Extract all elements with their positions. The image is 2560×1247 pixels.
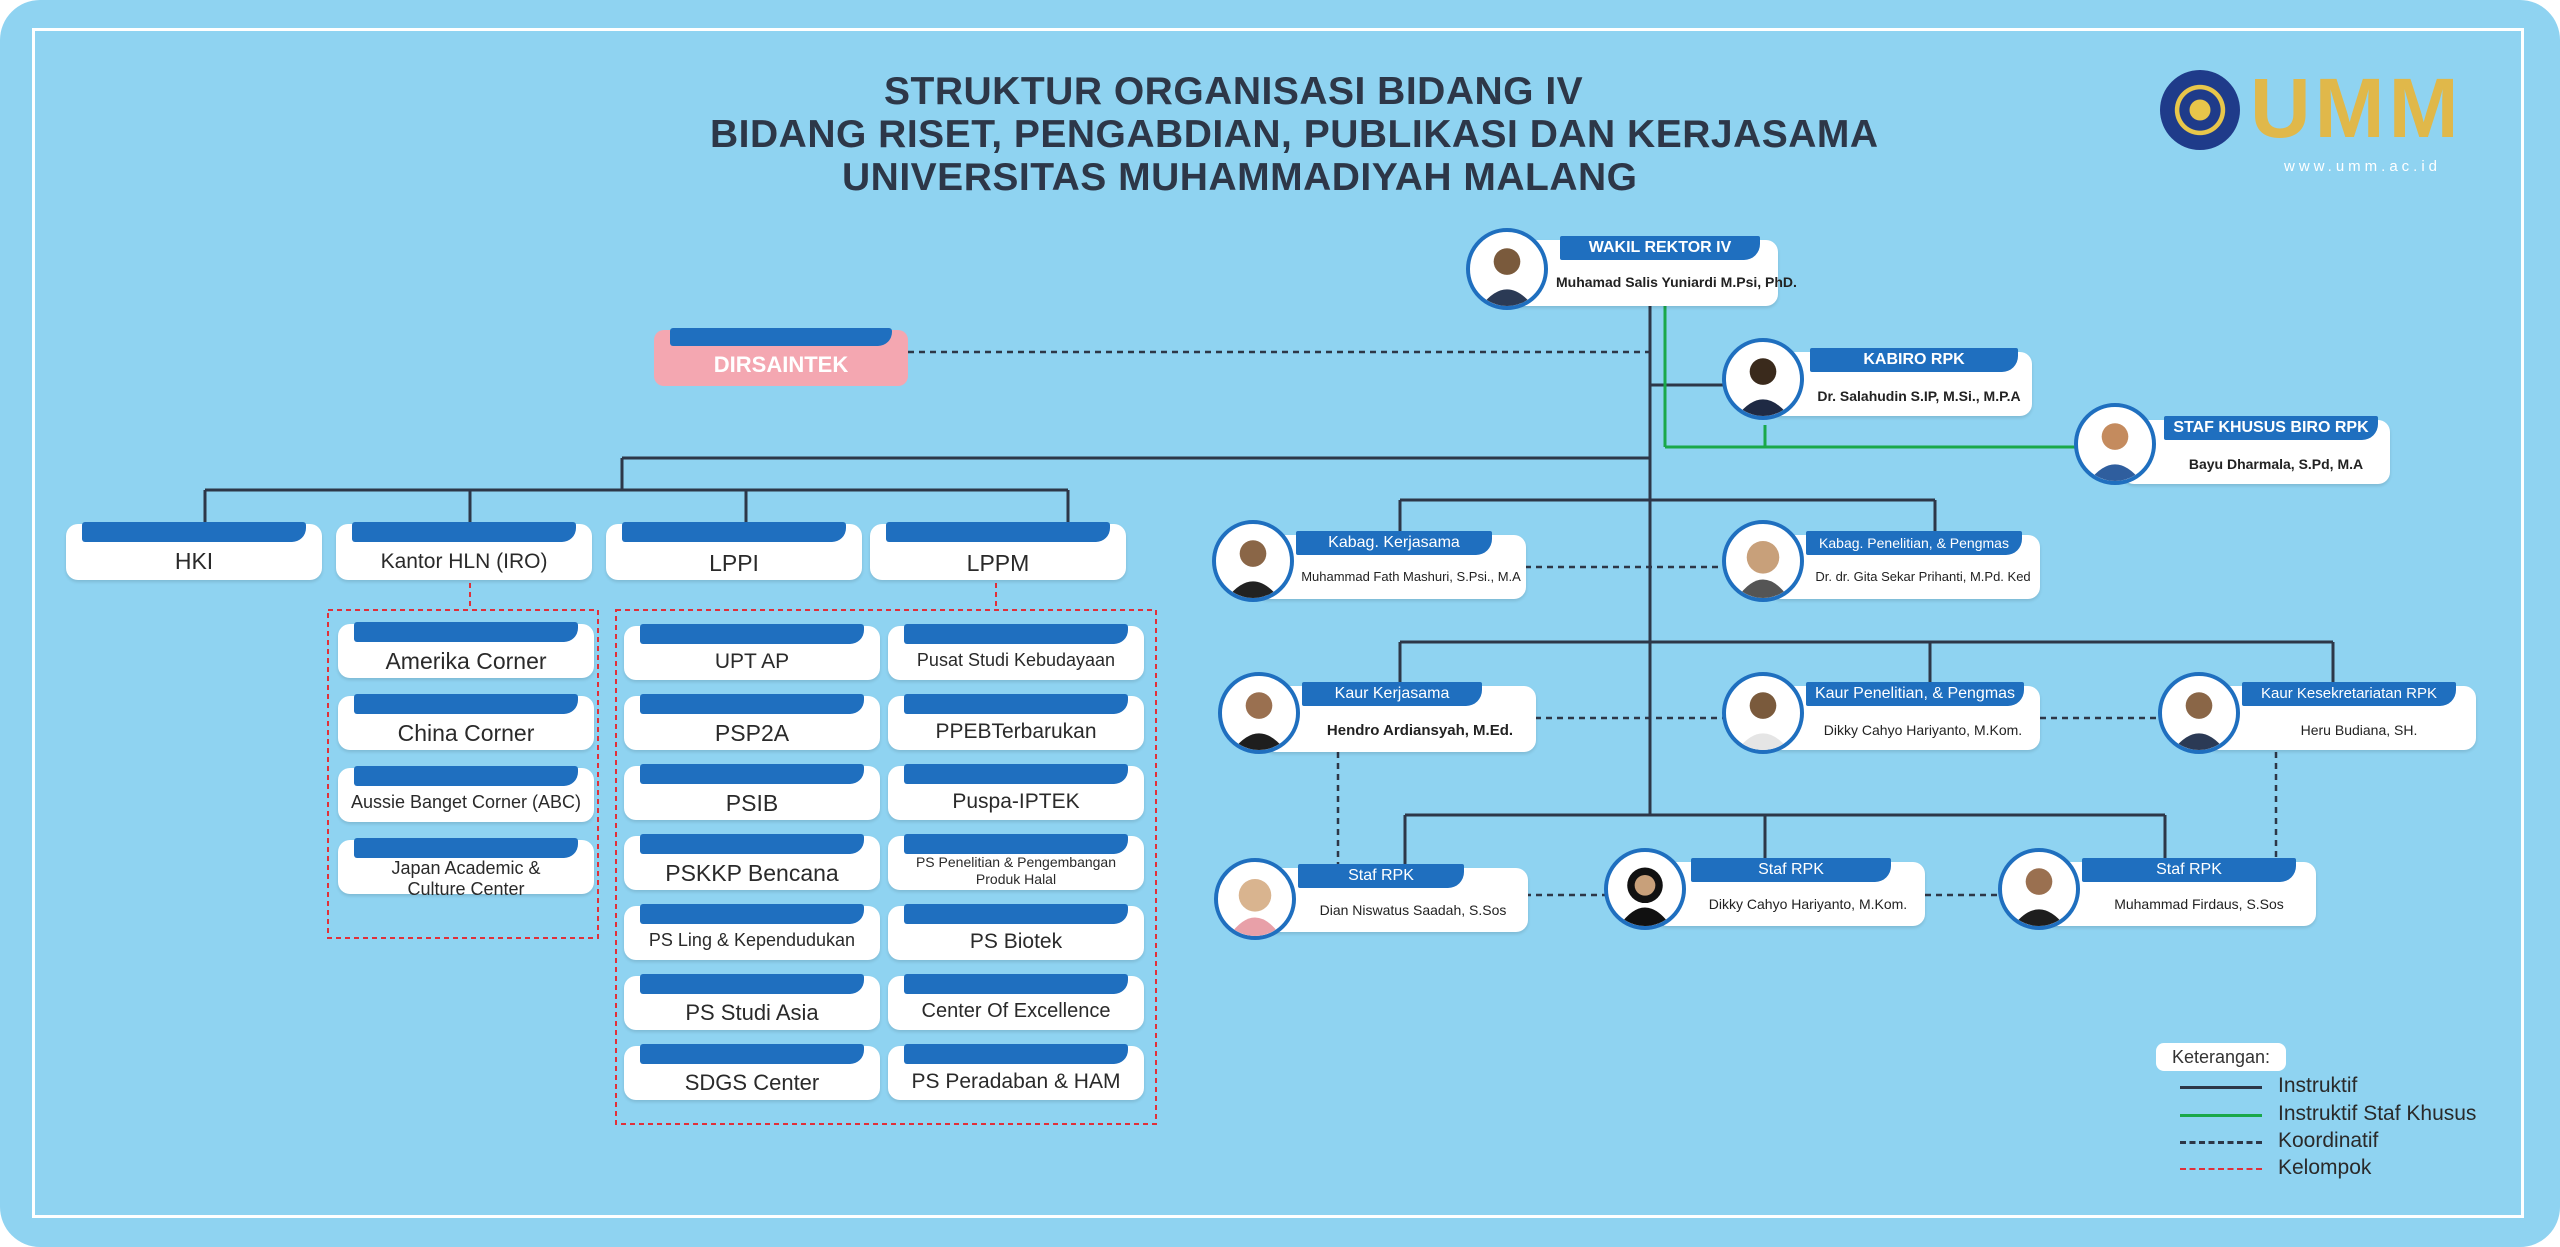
- lppi-children-item: PSP2A: [624, 696, 880, 750]
- lppi-children-item: UPT AP: [624, 626, 880, 680]
- avatar: [1722, 672, 1804, 754]
- kabag-kerjasama-card: Kabag. Kerjasama Muhammad Fath Mashuri, …: [1256, 535, 1526, 599]
- role-label: Staf RPK: [2082, 858, 2296, 882]
- role-label: Kaur Penelitian, & Pengmas: [1806, 682, 2024, 706]
- legend-label: Instruktif: [2278, 1074, 2357, 1098]
- item-label: PS Ling & Kependudukan: [624, 930, 880, 951]
- hln-children-item: Aussie Banget Corner (ABC): [338, 768, 594, 822]
- hln-children-item: China Corner: [338, 696, 594, 750]
- item-label: PSKKP Bencana: [624, 860, 880, 886]
- person-name: Muhammad Firdaus, S.Sos: [2082, 896, 2316, 912]
- lppm-children-item: Puspa-IPTEK: [888, 766, 1144, 820]
- kaur-kesekretariatan-card: Kaur Kesekretariatan RPK Heru Budiana, S…: [2206, 686, 2476, 750]
- item-label: PPEBTerbarukan: [888, 720, 1144, 744]
- role-label: KABIRO RPK: [1810, 348, 2018, 372]
- legend-label: Kelompok: [2278, 1156, 2371, 1180]
- unit-label: HKI: [66, 548, 322, 575]
- item-label: Pusat Studi Kebudayaan: [888, 650, 1144, 671]
- wakil-rektor-card: WAKIL REKTOR IV Muhamad Salis Yuniardi M…: [1510, 240, 1778, 306]
- avatar: [1212, 520, 1294, 602]
- item-label: SDGS Center: [624, 1070, 880, 1095]
- person-name: Dikky Cahyo Hariyanto, M.Kom.: [1691, 896, 1925, 912]
- kabag-penelitian-card: Kabag. Penelitian, & Pengmas Dr. dr. Git…: [1770, 535, 2040, 599]
- avatar: [1604, 848, 1686, 930]
- lppi-children-item: PSIB: [624, 766, 880, 820]
- lppi-children-item: SDGS Center: [624, 1046, 880, 1100]
- unit-lppm: LPPM: [870, 524, 1126, 580]
- role-label: Kabag. Penelitian, & Pengmas: [1806, 531, 2022, 555]
- staf-rpk-2-card: Staf RPK Dikky Cahyo Hariyanto, M.Kom.: [1655, 862, 1925, 926]
- legend-title: Keterangan:: [2156, 1043, 2286, 1071]
- item-label: Aussie Banget Corner (ABC): [338, 792, 594, 813]
- lppm-children-item: PS Penelitian & Pengembangan Produk Hala…: [888, 836, 1144, 890]
- lppm-children-item: PPEBTerbarukan: [888, 696, 1144, 750]
- person-name: Muhamad Salis Yuniardi M.Psi, PhD.: [1556, 274, 1778, 290]
- avatar: [1998, 848, 2080, 930]
- unit-kantor-hln: Kantor HLN (IRO): [336, 524, 592, 580]
- lppm-children-item: PS Biotek: [888, 906, 1144, 960]
- avatar: [1466, 228, 1548, 310]
- unit-lppi: LPPI: [606, 524, 862, 580]
- unit-label: LPPI: [606, 550, 862, 577]
- kaur-penelitian-card: Kaur Penelitian, & Pengmas Dikky Cahyo H…: [1770, 686, 2040, 750]
- dirsaintek-label: DIRSAINTEK: [654, 352, 908, 378]
- avatar: [2158, 672, 2240, 754]
- avatar: [1214, 858, 1296, 940]
- person-name: Hendro Ardiansyah, M.Ed.: [1304, 722, 1536, 739]
- avatar: [2074, 403, 2156, 485]
- legend-label: Koordinatif: [2278, 1129, 2378, 1153]
- item-label: UPT AP: [624, 650, 880, 674]
- lppi-children-item: PS Ling & Kependudukan: [624, 906, 880, 960]
- lppi-children-item: PSKKP Bencana: [624, 836, 880, 890]
- lppm-children-item: Center Of Excellence: [888, 976, 1144, 1030]
- role-label: WAKIL REKTOR IV: [1560, 236, 1760, 260]
- lppi-children-item: PS Studi Asia: [624, 976, 880, 1030]
- item-label: Puspa-IPTEK: [888, 790, 1144, 814]
- avatar: [1722, 520, 1804, 602]
- person-name: Bayu Dharmala, S.Pd, M.A: [2162, 456, 2390, 472]
- role-label: Kaur Kerjasama: [1302, 682, 1482, 706]
- lppm-children-item: PS Peradaban & HAM: [888, 1046, 1144, 1100]
- role-label: Kaur Kesekretariatan RPK: [2242, 682, 2456, 706]
- dirsaintek-box: DIRSAINTEK: [654, 330, 908, 386]
- staf-rpk-3-card: Staf RPK Muhammad Firdaus, S.Sos: [2046, 862, 2316, 926]
- unit-label: Kantor HLN (IRO): [336, 550, 592, 574]
- item-label: Japan Academic & Culture Center: [338, 858, 594, 900]
- unit-hki: HKI: [66, 524, 322, 580]
- unit-label: LPPM: [870, 550, 1126, 577]
- avatar: [1722, 338, 1804, 420]
- person-name: Dikky Cahyo Hariyanto, M.Kom.: [1806, 722, 2040, 738]
- avatar: [1218, 672, 1300, 754]
- lppm-children-item: Pusat Studi Kebudayaan: [888, 626, 1144, 680]
- staf-khusus-card: STAF KHUSUS BIRO RPK Bayu Dharmala, S.Pd…: [2122, 420, 2390, 484]
- person-name: Dr. Salahudin S.IP, M.Si., M.P.A: [1806, 388, 2032, 404]
- hln-children-item: Japan Academic & Culture Center: [338, 840, 594, 894]
- item-label: PS Biotek: [888, 930, 1144, 954]
- role-label: Staf RPK: [1691, 858, 1891, 882]
- role-label: Kabag. Kerjasama: [1296, 531, 1492, 555]
- person-name: Heru Budiana, SH.: [2242, 722, 2476, 738]
- item-label: PS Penelitian & Pengembangan Produk Hala…: [888, 854, 1144, 888]
- item-label: PSP2A: [624, 720, 880, 746]
- person-name: Muhammad Fath Mashuri, S.Psi., M.A: [1296, 569, 1526, 584]
- item-label: PS Studi Asia: [624, 1000, 880, 1025]
- person-name: Dian Niswatus Saadah, S.Sos: [1298, 902, 1528, 918]
- legend-label: Instruktif Staf Khusus: [2278, 1102, 2476, 1126]
- role-label: Staf RPK: [1298, 864, 1464, 888]
- hln-children-item: Amerika Corner: [338, 624, 594, 678]
- item-label: PS Peradaban & HAM: [888, 1070, 1144, 1094]
- item-label: Amerika Corner: [338, 648, 594, 674]
- item-label: China Corner: [338, 720, 594, 746]
- person-name: Dr. dr. Gita Sekar Prihanti, M.Pd. Ked: [1806, 569, 2040, 584]
- staf-rpk-1-card: Staf RPK Dian Niswatus Saadah, S.Sos: [1258, 868, 1528, 932]
- item-label: Center Of Excellence: [888, 1000, 1144, 1023]
- role-label: STAF KHUSUS BIRO RPK: [2164, 416, 2378, 440]
- item-label: PSIB: [624, 790, 880, 816]
- kaur-kerjasama-card: Kaur Kerjasama Hendro Ardiansyah, M.Ed.: [1264, 686, 1536, 752]
- kabiro-card: KABIRO RPK Dr. Salahudin S.IP, M.Si., M.…: [1770, 352, 2032, 416]
